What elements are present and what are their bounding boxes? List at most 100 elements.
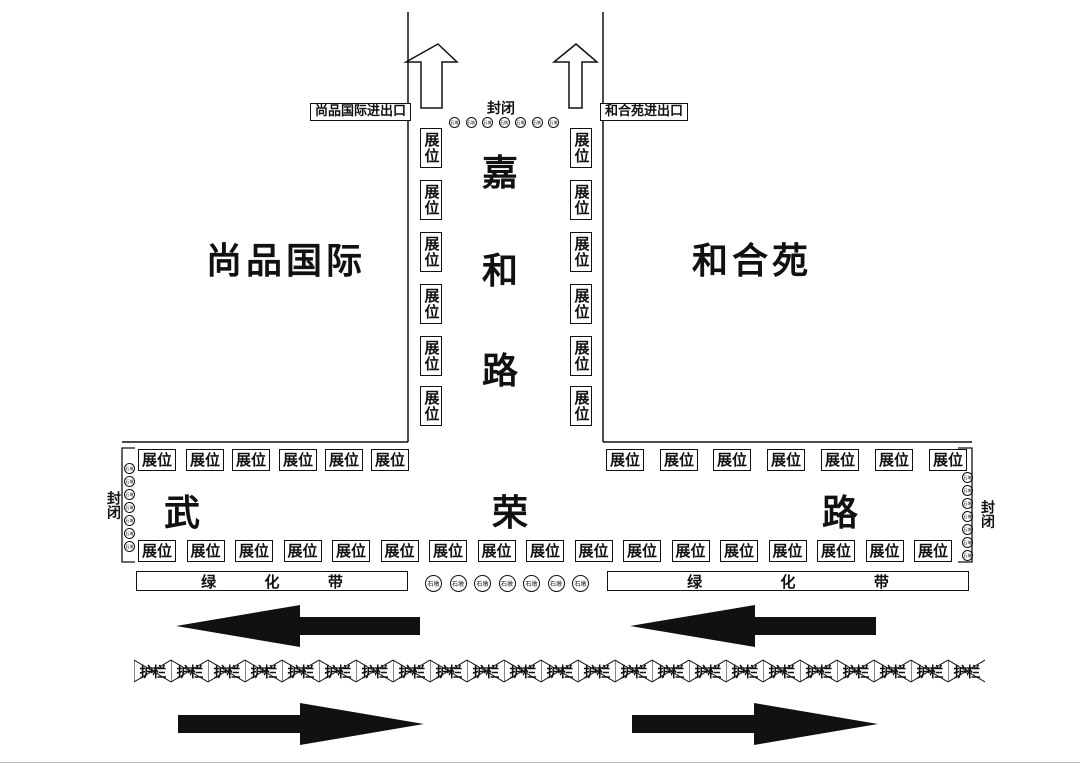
stone-bollard: 石墩 — [124, 528, 135, 539]
stone-bollard: 石墩 — [498, 575, 516, 592]
stone-bollard: 石墩 — [547, 575, 565, 592]
guardrail: 护栏 — [911, 658, 948, 684]
booth: 展位 — [767, 449, 805, 471]
guardrail: 护栏 — [874, 658, 911, 684]
booth: 展位 — [570, 128, 592, 168]
closed-label-right: 封闭 — [979, 500, 995, 528]
guardrail-label: 护栏 — [805, 665, 833, 681]
guardrail: 护栏 — [208, 658, 245, 684]
booth: 展位 — [865, 540, 904, 562]
stone-bollard: 石墩 — [962, 524, 973, 535]
guardrail: 护栏 — [319, 658, 356, 684]
booth: 展位 — [186, 540, 225, 562]
stone-bollard: 石墩 — [124, 515, 135, 526]
left-arrow-icon — [176, 605, 420, 647]
stone-bollard: 石墩 — [523, 575, 540, 592]
left-arrow-icon — [630, 605, 876, 647]
booth: 展位 — [138, 449, 176, 471]
road-name-jia: 嘉 — [482, 153, 519, 194]
right-arrow-icon — [178, 703, 424, 745]
guardrail: 护栏 — [578, 658, 615, 684]
page-bottom-border — [0, 762, 1080, 763]
green-belt-char: 带 — [327, 572, 343, 591]
stone-bollard: 石墩 — [962, 485, 973, 496]
guardrail-label: 护栏 — [842, 665, 870, 681]
green-belt-right: 绿 化 带 — [607, 571, 969, 591]
booth: 展位 — [660, 449, 698, 471]
stone-bollard: 石墩 — [962, 472, 973, 483]
road-name-wu: 武 — [164, 493, 201, 534]
booth: 展位 — [671, 540, 710, 562]
guardrail: 护栏 — [726, 658, 763, 684]
stone-bollard: 石墩 — [124, 476, 135, 487]
stone-bollard: 石墩 — [124, 541, 135, 552]
guardrail: 护栏 — [171, 658, 208, 684]
guardrail-label: 护栏 — [916, 665, 944, 681]
booth: 展位 — [713, 449, 751, 471]
booth: 展位 — [325, 449, 363, 471]
booth: 展位 — [720, 540, 758, 562]
stone-bollard: 石墩 — [124, 463, 135, 474]
stone-bollard: 石墩 — [474, 575, 491, 592]
booth: 展位 — [279, 449, 317, 471]
guardrail: 护栏 — [948, 658, 985, 684]
green-belt-char: 绿 — [687, 572, 703, 591]
stone-bollard: 石墩 — [572, 575, 589, 592]
area-left-name: 尚品国际 — [206, 241, 367, 282]
guardrail-label: 护栏 — [139, 665, 167, 681]
green-belt-left: 绿 化 带 — [136, 571, 408, 591]
booth: 展位 — [526, 540, 564, 562]
guardrail-label: 护栏 — [250, 665, 278, 681]
stone-bollard: 石墩 — [962, 498, 973, 509]
stone-bollard: 石墩 — [531, 117, 543, 128]
guardrail: 护栏 — [652, 658, 689, 684]
guardrail: 护栏 — [800, 658, 837, 684]
booth: 展位 — [420, 284, 442, 324]
guardrail: 护栏 — [763, 658, 800, 684]
guardrail: 护栏 — [541, 658, 578, 684]
booth: 展位 — [235, 540, 273, 562]
booth: 展位 — [768, 540, 807, 562]
guardrail-label: 护栏 — [657, 665, 685, 681]
booth: 展位 — [570, 180, 592, 220]
area-right-name: 和合苑 — [692, 241, 813, 282]
booth: 展位 — [570, 284, 592, 324]
guardrail-label: 护栏 — [287, 665, 315, 681]
stone-bollard: 石墩 — [449, 575, 467, 592]
guardrail: 护栏 — [245, 658, 282, 684]
booth: 展位 — [606, 449, 644, 471]
guardrail-label: 护栏 — [694, 665, 722, 681]
guardrail-label: 护栏 — [546, 665, 574, 681]
guardrail-label: 护栏 — [398, 665, 426, 681]
road-name-he: 和 — [482, 251, 519, 292]
booth: 展位 — [570, 386, 592, 426]
right-arrow-icon — [632, 703, 878, 745]
guardrail: 护栏 — [134, 658, 171, 684]
guardrail: 护栏 — [282, 658, 319, 684]
guardrail-label: 护栏 — [472, 665, 500, 681]
stone-bollard: 石墩 — [465, 117, 477, 128]
exit-left: 尚品国际进出口 — [310, 103, 412, 121]
guardrail: 护栏 — [393, 658, 430, 684]
booth: 展位 — [570, 232, 592, 272]
up-arrow-icon — [403, 43, 459, 109]
booth: 展位 — [623, 540, 661, 562]
road-name-lu: 路 — [482, 351, 519, 392]
guardrail-label: 护栏 — [324, 665, 352, 681]
booth: 展位 — [821, 449, 859, 471]
stone-bollard: 石墩 — [124, 502, 135, 513]
booth: 展位 — [420, 386, 442, 426]
guardrail: 护栏 — [689, 658, 726, 684]
booth: 展位 — [570, 336, 592, 376]
guardrail-label: 护栏 — [731, 665, 759, 681]
booth: 展位 — [477, 540, 516, 562]
guardrail-label: 护栏 — [620, 665, 648, 681]
road-name-rong: 荣 — [492, 493, 529, 534]
green-belt-char: 绿 — [201, 572, 217, 591]
booth: 展位 — [420, 336, 442, 376]
road-name-lu2: 路 — [822, 493, 859, 534]
stone-bollard: 石墩 — [515, 117, 526, 128]
closed-label-top: 封闭 — [487, 101, 515, 117]
guardrail-label: 护栏 — [361, 665, 389, 681]
